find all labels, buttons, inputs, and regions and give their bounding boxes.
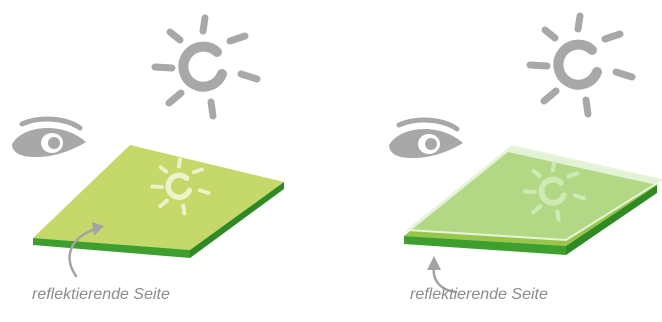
sun-icon bbox=[530, 16, 632, 114]
reflective-layer bbox=[408, 146, 662, 240]
eye-icon bbox=[389, 117, 463, 159]
panel-side-edge bbox=[566, 185, 657, 255]
panel-side-edge bbox=[190, 182, 284, 258]
panel-front-edge bbox=[33, 238, 190, 258]
curved-arrow-icon bbox=[68, 222, 104, 278]
solar-panel bbox=[404, 144, 662, 255]
panel-top-face bbox=[33, 145, 284, 250]
curved-arrow-icon bbox=[427, 256, 458, 294]
panel-front-edge bbox=[404, 236, 566, 255]
eye-icon bbox=[12, 116, 86, 158]
solar-panel bbox=[33, 145, 284, 258]
left-panel bbox=[12, 18, 284, 278]
caption-reflective-side-left: reflektierende Seite bbox=[32, 286, 170, 303]
sun-icon bbox=[155, 18, 257, 116]
caption-reflective-side-right: reflektierende Seite bbox=[410, 286, 548, 303]
right-panel bbox=[389, 16, 662, 294]
